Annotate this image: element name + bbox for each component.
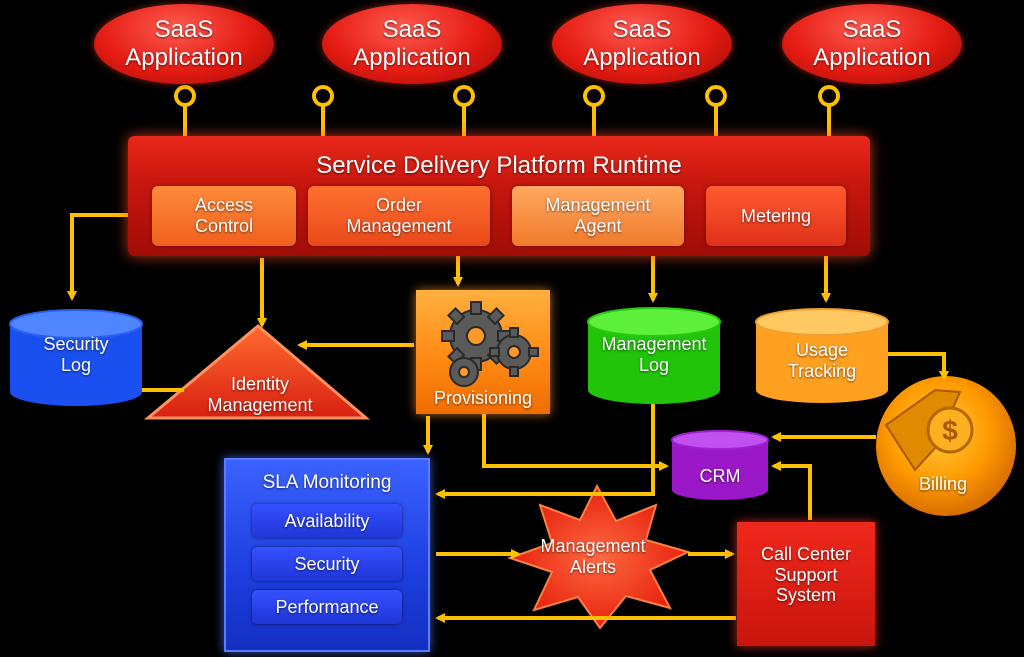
module-label: Management Agent <box>545 195 651 236</box>
saas-application-4: SaaS Application <box>782 4 962 84</box>
sla-item-label: Availability <box>284 511 370 531</box>
identity-management-label: Identity Management <box>207 374 313 415</box>
sla-item-performance: Performance <box>252 590 402 624</box>
management-alerts-shape <box>506 483 691 630</box>
call-center-label: Call Center Support System <box>760 544 852 606</box>
usage-tracking-label: Usage Tracking <box>787 340 857 381</box>
database-icon <box>671 430 769 500</box>
platform-title: Service Delivery Platform Runtime <box>316 152 682 179</box>
sla-item-label: Performance <box>275 597 379 617</box>
management-log-database: Management Log <box>586 306 722 406</box>
saas-application-label: SaaS Application <box>813 16 931 71</box>
sla-item-availability: Availability <box>252 504 402 538</box>
identity-management-shape <box>143 324 371 420</box>
database-icon <box>587 307 721 404</box>
svg-text:$: $ <box>942 415 958 446</box>
service-delivery-platform: Service Delivery Platform Runtime Access… <box>128 136 870 256</box>
call-center-support-system: Call Center Support System <box>737 522 875 646</box>
module-access-control: Access Control <box>152 186 296 246</box>
sla-monitoring: SLA Monitoring Availability Security Per… <box>224 458 430 652</box>
module-label: Metering <box>740 206 812 226</box>
sla-title: SLA Monitoring <box>262 472 392 493</box>
dollar-coin-icon: $ <box>884 388 974 472</box>
module-metering: Metering <box>706 186 846 246</box>
provisioning-node: Provisioning <box>416 290 550 414</box>
sla-item-security: Security <box>252 547 402 581</box>
saas-application-label: SaaS Application <box>353 16 471 71</box>
usage-tracking-database: Usage Tracking <box>754 308 890 404</box>
saas-application-2: SaaS Application <box>322 4 502 84</box>
saas-application-1: SaaS Application <box>94 4 274 84</box>
database-icon <box>755 308 889 403</box>
database-icon <box>9 309 143 406</box>
security-log-label: Security Log <box>43 334 109 375</box>
management-alerts-label: Management Alerts <box>540 536 646 577</box>
saas-application-label: SaaS Application <box>125 16 243 71</box>
crm-label: CRM <box>699 466 741 486</box>
module-order-management: Order Management <box>308 186 490 246</box>
module-label: Order Management <box>346 195 452 236</box>
security-log-database: Security Log <box>8 308 144 408</box>
gears-icon <box>441 301 539 387</box>
management-log-label: Management Log <box>601 334 707 375</box>
provisioning-label: Provisioning <box>433 388 533 408</box>
crm-database: CRM <box>670 430 770 502</box>
module-management-agent: Management Agent <box>512 186 684 246</box>
saas-application-label: SaaS Application <box>583 16 701 71</box>
saas-connectors <box>174 85 840 138</box>
module-label: Access Control <box>194 195 254 236</box>
billing-label: Billing <box>918 474 968 494</box>
saas-application-3: SaaS Application <box>552 4 732 84</box>
sla-item-label: Security <box>294 554 360 574</box>
